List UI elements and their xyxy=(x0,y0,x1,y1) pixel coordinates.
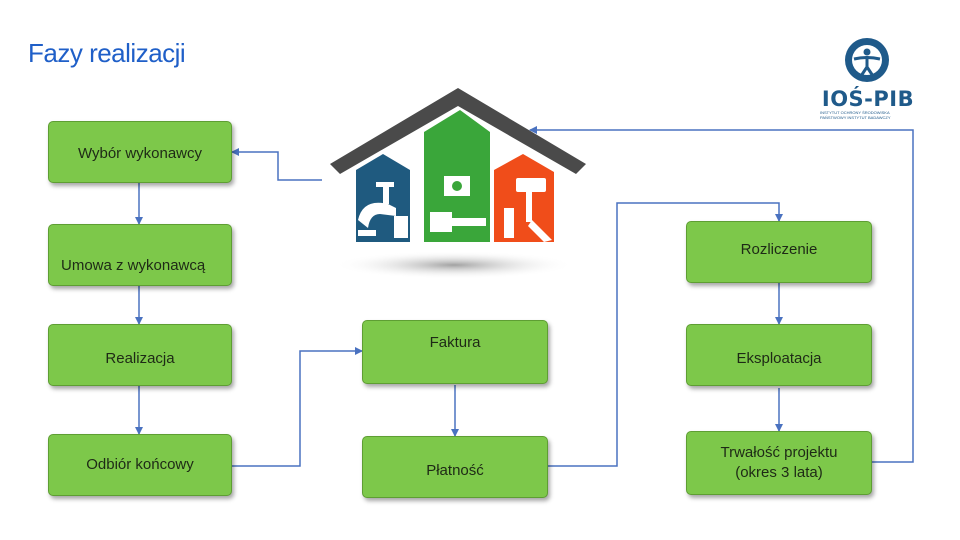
node-eksploatacja: Eksploatacja xyxy=(686,324,872,386)
ios-pib-logo-icon xyxy=(845,38,889,82)
logo-subtitle: INSTYTUT OCHRONY ŚRODOWISKA PAŃSTWOWY IN… xyxy=(820,110,891,120)
house-illustration xyxy=(330,88,586,279)
node-trwalosc-line1: Trwałość projektu xyxy=(720,444,838,461)
plug-icon xyxy=(430,176,486,232)
logo-name: IOŚ-PIB xyxy=(821,87,915,111)
node-trwalosc-line2: (okres 3 lata) xyxy=(735,464,823,481)
node-faktura: Faktura xyxy=(362,320,548,384)
page-title: Fazy realizacji xyxy=(28,38,186,68)
node-platnosc: Płatność xyxy=(362,436,548,498)
node-wybor-wykonawcy: Wybór wykonawcy xyxy=(48,121,232,183)
paint-roller-icon xyxy=(504,178,552,242)
faucet-icon xyxy=(358,182,408,238)
node-realizacja: Realizacja xyxy=(48,324,232,386)
node-trwalosc-projektu: Trwałość projektu (okres 3 lata) xyxy=(686,431,872,495)
node-rozliczenie: Rozliczenie xyxy=(686,221,872,283)
node-umowa-z-wykonawca: Umowa z wykonawcą xyxy=(48,224,232,286)
node-odbior-koncowy: Odbiór końcowy xyxy=(48,434,232,496)
